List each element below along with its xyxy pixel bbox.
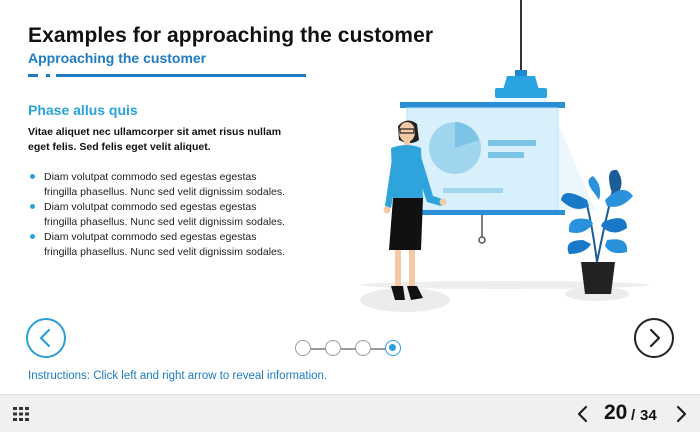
instructions-text: Instructions: Click left and right arrow…: [28, 370, 328, 382]
bullet-item: Diam volutpat commodo sed egestas egesta…: [28, 170, 288, 200]
step-dot-1[interactable]: [295, 340, 311, 356]
player-footer: 20 / 34: [0, 394, 700, 432]
bullet-dot-icon: [30, 204, 35, 209]
bullet-text: Diam volutpat commodo sed egestas egesta…: [44, 201, 286, 228]
lamp-rim: [495, 88, 547, 98]
lamp-shade: [503, 76, 539, 90]
woman-skirt: [389, 198, 423, 250]
bullet-item: Diam volutpat commodo sed egestas egesta…: [28, 230, 288, 260]
chevron-left-icon: [577, 405, 588, 423]
step-indicator: [294, 339, 406, 357]
woman-leg: [395, 250, 401, 286]
plant-leaf: [567, 240, 591, 254]
carousel-next-button[interactable]: [634, 318, 674, 358]
plant-pot: [581, 262, 615, 294]
lead-text: Vitae aliquet nec ullamcorper sit amet r…: [28, 126, 282, 153]
bullet-text: Diam volutpat commodo sed egestas egesta…: [44, 231, 286, 258]
plant-leaf: [605, 189, 633, 207]
step-connector: [311, 348, 326, 350]
bullet-text: Diam volutpat commodo sed egestas egesta…: [44, 171, 286, 198]
whiteboard-top-bar: [400, 102, 565, 108]
slide-subtitle: Approaching the customer: [28, 50, 207, 66]
phase-heading: Phase allus quis: [28, 102, 138, 118]
woman-shoe: [407, 286, 423, 300]
step-dot-4[interactable]: [385, 340, 401, 356]
board-line: [488, 152, 524, 158]
bullet-dot-icon: [30, 174, 35, 179]
pie-slice: [455, 122, 479, 148]
step-dot-2[interactable]: [325, 340, 341, 356]
woman-hand: [439, 198, 447, 206]
woman-shoe: [391, 286, 405, 300]
page-separator: /: [631, 407, 636, 424]
whiteboard-bottom-bar: [400, 210, 565, 215]
board-line: [443, 188, 503, 193]
lamp-cap: [515, 70, 527, 76]
board-line: [488, 140, 536, 146]
plant-leaf: [605, 239, 628, 254]
plant-leaf: [588, 176, 601, 200]
chevron-right-circle-icon: [649, 328, 661, 348]
step-connector: [371, 348, 386, 350]
woman-arm: [413, 150, 445, 206]
woman-face: [399, 122, 415, 142]
prev-page-button[interactable]: [574, 404, 592, 424]
menu-button[interactable]: [12, 406, 30, 422]
chevron-left-circle-icon: [39, 328, 51, 348]
title-underline: [28, 74, 306, 77]
total-pages-number: 34: [640, 407, 657, 424]
slide-title: Examples for approaching the customer: [28, 24, 434, 47]
plant-leaf: [561, 193, 589, 209]
woman-leg: [409, 250, 415, 286]
plant-leaf: [568, 218, 593, 233]
step-connector: [341, 348, 356, 350]
woman-glasses: [399, 128, 415, 134]
current-page-number: 20: [604, 401, 628, 424]
woman-neck: [404, 140, 410, 146]
carousel-prev-button[interactable]: [26, 318, 66, 358]
grid-menu-icon: [13, 407, 29, 421]
woman-arm: [385, 152, 399, 208]
chevron-right-icon: [676, 405, 687, 423]
bullet-item: Diam volutpat commodo sed egestas egesta…: [28, 200, 288, 230]
woman-hand: [383, 206, 391, 214]
bullet-dot-icon: [30, 234, 35, 239]
board-stand-knob: [478, 236, 486, 244]
next-page-button[interactable]: [672, 404, 690, 424]
floor-shadow: [360, 281, 650, 289]
bullet-list: Diam volutpat commodo sed egestas egesta…: [28, 170, 288, 260]
step-dot-3[interactable]: [355, 340, 371, 356]
plant-leaf: [601, 218, 627, 233]
underline-gap: [38, 73, 46, 78]
presenter-illustration: [360, 0, 650, 312]
underline-gap: [50, 73, 56, 78]
